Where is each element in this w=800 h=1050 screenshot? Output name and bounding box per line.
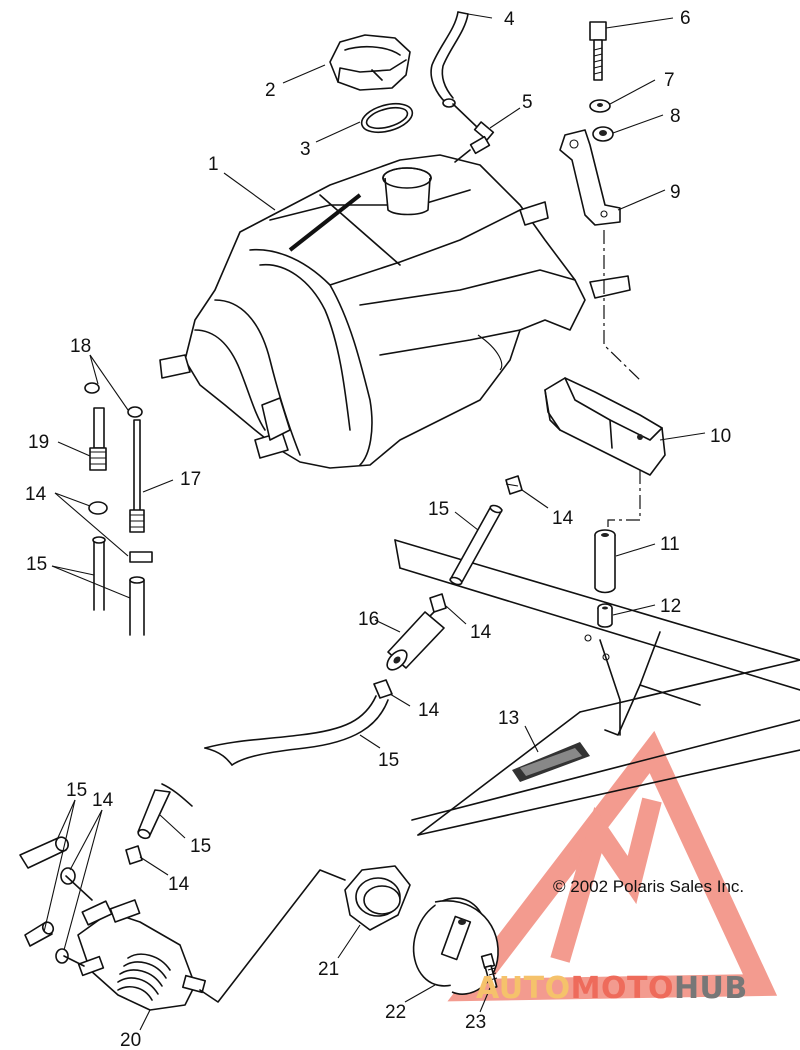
spacer-tube [594, 529, 616, 594]
vent-hose [430, 11, 479, 129]
watermark-logo: AUTOMOTOHUB [476, 971, 748, 1006]
callout-6: 6 [680, 8, 691, 29]
fuel-hose-mid [449, 504, 503, 586]
callout-15c: 15 [26, 554, 47, 575]
callout-13: 13 [498, 708, 519, 729]
watermark-hub: HUB [674, 971, 748, 1006]
callout-10: 10 [710, 426, 731, 447]
callout-12: 12 [660, 596, 681, 617]
lock-washer [589, 99, 611, 113]
watermark-triangle-icon [447, 730, 778, 1002]
callout-22: 22 [385, 1002, 406, 1023]
fuel-cap [329, 34, 411, 91]
callout-15b: 15 [378, 750, 399, 771]
callout-11: 11 [660, 534, 680, 555]
callout-21: 21 [318, 959, 339, 980]
choke-cable [84, 382, 153, 636]
callout-14f: 14 [168, 874, 190, 895]
screw [480, 953, 498, 990]
fuel-pump [63, 869, 346, 1011]
o-ring [360, 102, 414, 134]
callout-14c: 14 [418, 700, 440, 721]
vent-fitting [454, 121, 495, 163]
callout-14b: 14 [470, 622, 492, 643]
pump-cover [412, 897, 499, 995]
tank-cushion [544, 377, 666, 476]
callout-18: 18 [70, 336, 91, 357]
callout-9: 9 [670, 182, 681, 203]
callout-19: 19 [28, 432, 49, 453]
copyright-text: © 2002 Polaris Sales Inc. [553, 877, 744, 896]
flat-washer [592, 126, 614, 142]
fuel-hose-lower [204, 695, 389, 766]
hose-clamp [505, 475, 523, 495]
callout-5: 5 [522, 92, 533, 113]
callout-8: 8 [670, 106, 681, 127]
callout-4: 4 [504, 9, 515, 30]
mount-bracket [559, 129, 621, 226]
hose-clamp [373, 679, 393, 699]
hose-clamp [429, 593, 447, 613]
leader-lines [43, 13, 706, 1031]
callout-14a: 14 [552, 508, 574, 529]
callout-23: 23 [465, 1012, 486, 1033]
callout-14e: 14 [92, 790, 114, 811]
callout-20: 20 [120, 1030, 141, 1050]
callout-1: 1 [208, 154, 219, 175]
fuel-line-left [88, 407, 108, 611]
fuel-filter [386, 605, 445, 671]
bolt [589, 21, 607, 81]
callout-7: 7 [664, 70, 675, 91]
callout-15a: 15 [428, 499, 449, 520]
callout-15d: 15 [66, 780, 87, 801]
callout-15e: 15 [190, 836, 211, 857]
hose-clamp [55, 948, 69, 964]
watermark-auto: AUTO [476, 971, 571, 1006]
grommet [597, 603, 613, 628]
callout-2: 2 [265, 80, 276, 101]
hex-nut [344, 865, 411, 931]
fuel-tank [159, 154, 631, 469]
callout-16: 16 [358, 609, 379, 630]
callout-numbers: 1 2 3 4 5 6 7 8 9 10 11 12 13 14 14 14 1… [25, 8, 731, 1050]
hose-clamp [125, 845, 143, 865]
callout-17: 17 [180, 469, 201, 490]
decal-plate [512, 742, 590, 782]
watermark-moto: MOTO [571, 971, 674, 1006]
callout-14d: 14 [25, 484, 47, 505]
callout-3: 3 [300, 139, 311, 160]
